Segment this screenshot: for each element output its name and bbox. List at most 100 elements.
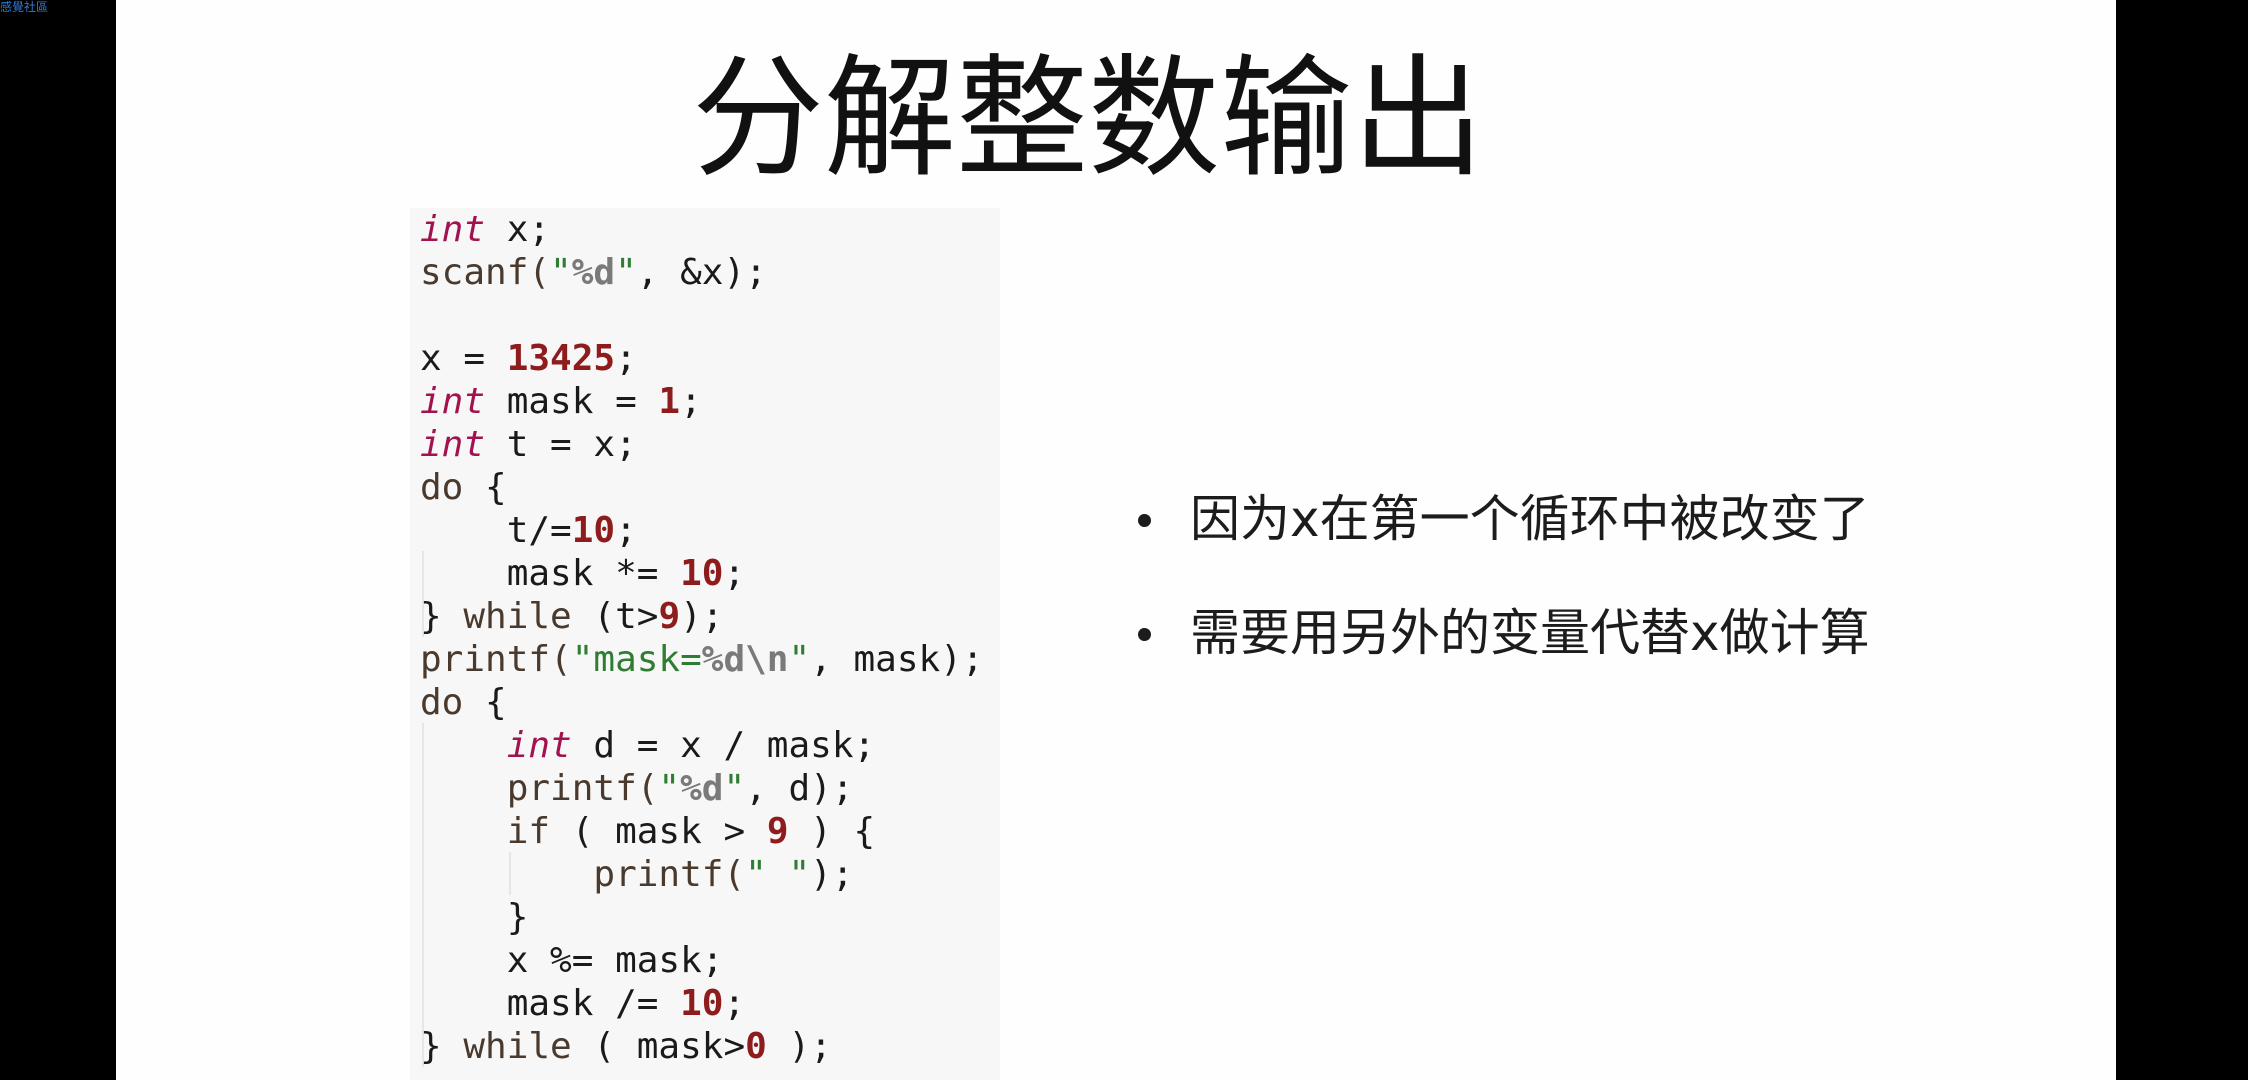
code-token: " bbox=[723, 768, 746, 809]
code-line: int x; bbox=[420, 208, 984, 251]
code-token: %d bbox=[680, 768, 724, 809]
code-line: x = 13425; bbox=[420, 337, 984, 380]
code-line: scanf("%d", &x); bbox=[420, 251, 984, 294]
code-token bbox=[420, 854, 593, 895]
code-line: mask *= 10; bbox=[420, 552, 984, 595]
indent-guide bbox=[422, 723, 424, 1067]
indent-guide bbox=[422, 551, 424, 637]
slide: 分解整数输出 int x;scanf("%d", &x); x = 13425;… bbox=[116, 0, 2116, 1080]
code-token: mask /= bbox=[420, 983, 681, 1024]
indent-guide bbox=[509, 852, 511, 895]
code-token: do bbox=[420, 682, 464, 723]
code-token: int bbox=[420, 424, 486, 465]
code-token: (t> bbox=[571, 596, 659, 637]
code-token: ( mask> bbox=[571, 1026, 746, 1067]
bullet-text: 需要用另外的变量代替x做计算 bbox=[1190, 604, 1870, 662]
code-token: ) { bbox=[788, 811, 876, 852]
code-line: x %= mask; bbox=[420, 939, 984, 982]
code-token bbox=[420, 811, 507, 852]
code-line: do { bbox=[420, 466, 984, 509]
code-token: " " bbox=[745, 854, 811, 895]
code-token: 9 bbox=[766, 811, 789, 852]
code-token: do bbox=[420, 467, 464, 508]
code-token: " bbox=[658, 768, 681, 809]
bullet-text: 因为x在第一个循环中被改变了 bbox=[1190, 490, 1870, 548]
code-token: } bbox=[420, 897, 529, 938]
bullet-item: 因为x在第一个循环中被改变了 bbox=[1126, 490, 1926, 548]
bullet-item: 需要用另外的变量代替x做计算 bbox=[1126, 604, 1926, 662]
code-line: } bbox=[420, 896, 984, 939]
code-token: %d bbox=[571, 252, 616, 293]
code-token: 10 bbox=[680, 553, 724, 594]
code-token: printf( bbox=[506, 768, 659, 809]
code-token: t/= bbox=[420, 510, 572, 551]
corner-tag: 感覺社區 bbox=[0, 0, 49, 14]
bullet-dot-icon bbox=[1138, 514, 1151, 527]
code-token: %d\n bbox=[701, 639, 789, 680]
code-token: 10 bbox=[571, 510, 616, 551]
code-token: while bbox=[463, 596, 572, 637]
code-line: int mask = 1; bbox=[420, 380, 984, 423]
code-token bbox=[420, 768, 507, 809]
code-token: 0 bbox=[745, 1026, 767, 1067]
code-token bbox=[420, 725, 507, 766]
code-token: ); bbox=[810, 854, 854, 895]
code-token: printf( bbox=[420, 639, 572, 680]
code-token: ; bbox=[680, 381, 702, 422]
code-block: int x;scanf("%d", &x); x = 13425;int mas… bbox=[410, 208, 1000, 1080]
code-token: , &x); bbox=[636, 252, 767, 293]
code-token: int bbox=[420, 209, 486, 250]
code-token: " bbox=[615, 252, 637, 293]
code-line: printf(" "); bbox=[420, 853, 984, 896]
code-token: if bbox=[506, 811, 551, 852]
code-token: 13425 bbox=[506, 338, 616, 379]
code-token: t = x; bbox=[485, 424, 637, 465]
code-token: " bbox=[788, 639, 811, 680]
code-lines: int x;scanf("%d", &x); x = 13425;int mas… bbox=[420, 208, 984, 1068]
code-token: 9 bbox=[658, 596, 681, 637]
code-token: ; bbox=[615, 510, 637, 551]
code-token: x %= mask; bbox=[420, 940, 724, 981]
code-token: ; bbox=[723, 983, 746, 1024]
code-token: scanf( bbox=[420, 252, 551, 293]
code-line: printf("mask=%d\n", mask); bbox=[420, 638, 984, 681]
code-token: x; bbox=[485, 209, 551, 250]
code-line: printf("%d", d); bbox=[420, 767, 984, 810]
code-line: do { bbox=[420, 681, 984, 724]
code-token: " bbox=[550, 252, 572, 293]
code-token: mask = bbox=[485, 381, 659, 422]
code-token: 1 bbox=[658, 381, 681, 422]
slide-title: 分解整数输出 bbox=[692, 42, 1484, 196]
code-token: d = x / mask; bbox=[571, 725, 876, 766]
code-line: if ( mask > 9 ) { bbox=[420, 810, 984, 853]
code-token: int bbox=[506, 725, 572, 766]
code-token: { bbox=[463, 467, 507, 508]
code-line: int t = x; bbox=[420, 423, 984, 466]
code-line: mask /= 10; bbox=[420, 982, 984, 1025]
code-token: ); bbox=[766, 1026, 832, 1067]
code-token: 10 bbox=[680, 983, 724, 1024]
code-token: } bbox=[420, 596, 464, 637]
code-line bbox=[420, 294, 984, 337]
code-token: ( mask > bbox=[550, 811, 767, 852]
code-line: } while ( mask>0 ); bbox=[420, 1025, 984, 1068]
code-token: ); bbox=[680, 596, 724, 637]
code-token: "mask= bbox=[571, 639, 702, 680]
code-line: int d = x / mask; bbox=[420, 724, 984, 767]
code-token: } bbox=[420, 1026, 464, 1067]
code-token: , mask); bbox=[810, 639, 984, 680]
code-token: x = bbox=[420, 338, 507, 379]
code-token bbox=[420, 295, 442, 336]
code-line: t/=10; bbox=[420, 509, 984, 552]
code-token: ; bbox=[723, 553, 746, 594]
code-token: mask *= bbox=[420, 553, 681, 594]
code-token: , d); bbox=[745, 768, 854, 809]
code-line: } while (t>9); bbox=[420, 595, 984, 638]
code-token: { bbox=[463, 682, 507, 723]
code-token: printf( bbox=[593, 854, 746, 895]
bullet-dot-icon bbox=[1138, 628, 1151, 641]
code-token: int bbox=[420, 381, 486, 422]
bullet-list: 因为x在第一个循环中被改变了 需要用另外的变量代替x做计算 bbox=[1126, 490, 1926, 718]
code-token: ; bbox=[615, 338, 637, 379]
code-token: while bbox=[463, 1026, 572, 1067]
